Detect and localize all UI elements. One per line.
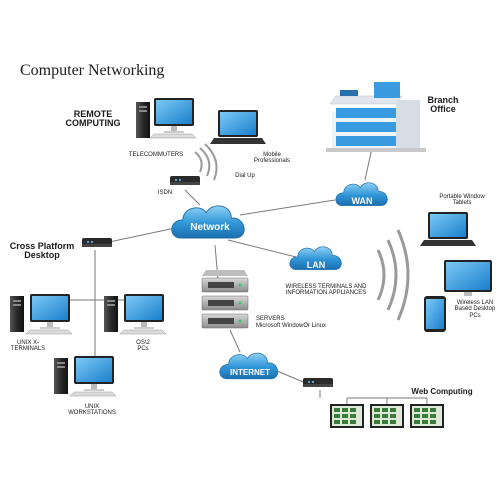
mobile-laptop-icon (210, 110, 266, 144)
wireless-terminals-label: WIRELESS TERMINALS AND INFORMATION APPLI… (285, 284, 367, 297)
os2-pcs-label: OS\2 PCs (136, 340, 150, 353)
line-network-lan (227, 239, 301, 259)
internet-cloud-label: INTERNET (230, 368, 270, 377)
telecommuters-label: TELECOMMUTERS (128, 152, 184, 158)
wireless-lan-monitor-icon (444, 260, 492, 296)
portable-tablets-label: Portable Window Tablets (439, 194, 485, 207)
wireless-tablet-icon (424, 296, 446, 332)
mobile-professionals-label: Mobile Professionals (253, 152, 291, 165)
crossplatform-hub-icon (82, 238, 112, 247)
branch-office-building-icon (326, 82, 426, 152)
branch-office-label: Branch Office (427, 95, 459, 115)
line-wan-branch (364, 147, 373, 181)
page-title: Computer Networking (20, 62, 165, 79)
servers-label: SERVERS (256, 316, 285, 322)
isdn-label: ISDN (157, 190, 173, 196)
dialup-signal-icon (194, 143, 218, 181)
web-terminals-icon (330, 397, 444, 428)
wireless-signal-icon (376, 229, 410, 321)
web-computing-label: Web Computing (411, 387, 473, 396)
isdn-modem-icon (170, 176, 200, 185)
telecommuter-desktop-icon (136, 98, 197, 139)
line-network-wan (239, 199, 336, 216)
wan-cloud-label: WAN (352, 196, 373, 206)
line-servers-internet (229, 329, 241, 353)
web-hub-icon (303, 378, 333, 387)
remote-computing-label: REMOTE COMPUTING (65, 109, 121, 129)
unix-xterminal-icon (10, 294, 73, 335)
wireless-lan-label: Wireless LAN Based Desktop PCs (454, 300, 496, 319)
dial-up-label: Dial Up (235, 173, 255, 179)
line-isdn-network (184, 189, 201, 206)
network-cloud-label: Network (190, 222, 230, 233)
unix-x-terminals-label: UNIX X- TERMINALS (10, 340, 46, 353)
unix-workstation-icon (54, 356, 117, 397)
lan-cloud-label: LAN (307, 260, 326, 270)
unix-workstations-label: UNIX WORKSTATIONS (68, 404, 116, 417)
line-internet-webhub (274, 369, 304, 383)
servers-os-label: Microsoft WindowOr Linux (256, 323, 327, 329)
os2-pc-icon (104, 294, 167, 335)
portable-tablet-laptop-icon (420, 212, 476, 246)
server-stack-icon (201, 270, 249, 329)
cross-platform-label: Cross Platform Desktop (9, 241, 75, 261)
